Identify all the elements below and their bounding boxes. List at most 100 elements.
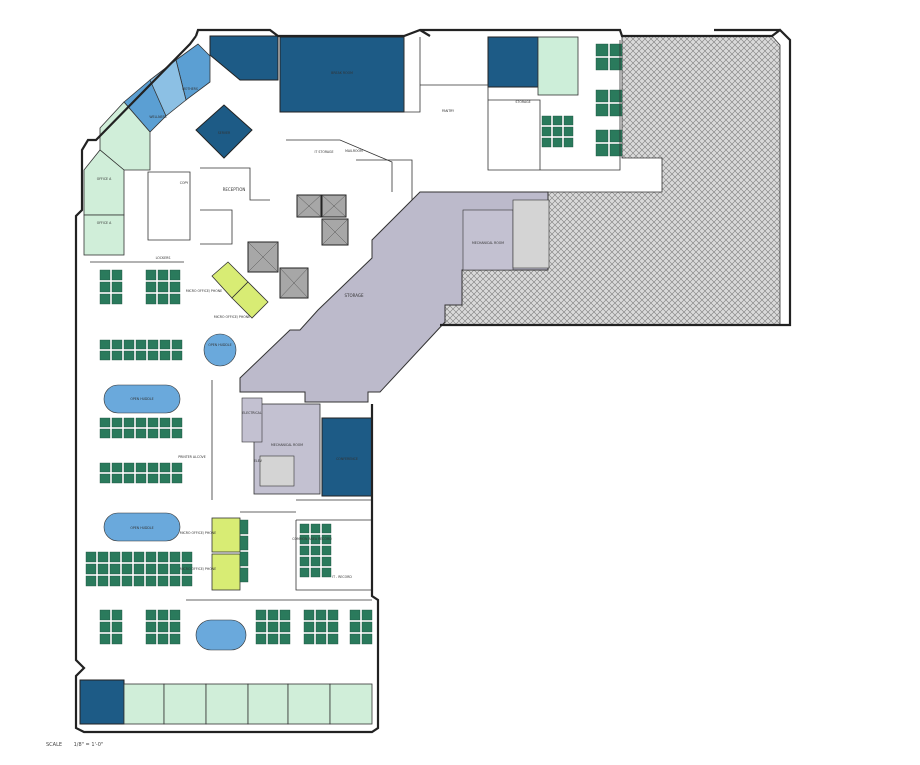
workstation: [563, 126, 574, 137]
workstation: [169, 293, 181, 305]
workstation: [255, 609, 267, 621]
workstation: [171, 339, 183, 350]
workstation: [85, 563, 97, 575]
storage-b-label: STORAGE: [515, 100, 530, 104]
workstation: [121, 575, 133, 587]
workstation: [145, 551, 157, 563]
workstation: [111, 621, 123, 633]
workstation: [181, 563, 193, 575]
workstation: [303, 609, 315, 621]
open-huddle-a-label: OPEN HUDDLE: [130, 397, 153, 401]
workstation: [135, 339, 147, 350]
workstation: [111, 350, 123, 361]
workstation: [310, 534, 321, 545]
workstation: [111, 633, 123, 645]
workstation: [99, 428, 111, 439]
workstation: [321, 534, 332, 545]
micro-office-d-label: MICRO OFFICE/ PHONE: [180, 567, 216, 571]
workstation: [157, 563, 169, 575]
workstation: [169, 563, 181, 575]
workstation: [145, 575, 157, 587]
corner-meeting: [79, 679, 125, 725]
workstation: [239, 551, 249, 567]
workstation: [609, 103, 623, 117]
open-huddle-a: [103, 384, 181, 414]
workstation: [299, 567, 310, 578]
workstation: [145, 293, 157, 305]
workstation: [315, 609, 327, 621]
electrical-room: [241, 397, 263, 443]
mechanical-room-label: MECHANICAL ROOM: [271, 443, 303, 447]
workstation: [99, 417, 111, 428]
workstation: [327, 621, 339, 633]
workstation: [123, 428, 135, 439]
workstation: [349, 633, 361, 645]
workstation: [99, 281, 111, 293]
workstation: [171, 350, 183, 361]
workstation: [303, 633, 315, 645]
exterior-wall-west: [74, 35, 380, 734]
electrical-label: ELECTRICAL: [242, 411, 262, 415]
break-room-label: BREAK ROOM: [331, 71, 353, 75]
micro-office-b-label: MICRO OFFICE/ PHONE: [214, 315, 250, 319]
workstation: [145, 281, 157, 293]
stair: [259, 455, 295, 487]
office: [83, 149, 125, 216]
printer-alcove-label: PRINTER ALCOVE: [178, 455, 205, 459]
workstation: [595, 43, 609, 57]
workstation: [123, 350, 135, 361]
workstation: [327, 633, 339, 645]
workstation: [85, 551, 97, 563]
workstation: [99, 473, 111, 484]
workstation: [99, 609, 111, 621]
workstation: [563, 115, 574, 126]
open-huddle-b-label: OPEN HUDDLE: [130, 526, 153, 530]
workstation: [315, 633, 327, 645]
workstation: [563, 137, 574, 148]
workstation: [552, 137, 563, 148]
workstation: [99, 293, 111, 305]
pantry-label: PANTRY: [442, 109, 454, 113]
conference-room-2: [321, 417, 373, 497]
workstation: [349, 609, 361, 621]
workstation: [609, 57, 623, 71]
workstation: [595, 57, 609, 71]
workstation: [239, 567, 249, 583]
workstation: [169, 269, 181, 281]
workstation: [121, 551, 133, 563]
scale-value: 1/8" = 1'-0": [73, 742, 104, 748]
workstation: [541, 126, 552, 137]
workstation: [267, 609, 279, 621]
workstation: [159, 339, 171, 350]
workstations: [85, 43, 623, 645]
workstation: [541, 137, 552, 148]
workstation: [157, 551, 169, 563]
workstation: [267, 621, 279, 633]
workstation: [157, 269, 169, 281]
open-huddle-c-label: OPEN HUDDLE: [208, 343, 231, 347]
workstation: [99, 462, 111, 473]
workstation: [169, 575, 181, 587]
micro-offices: [211, 261, 269, 591]
workstation: [111, 281, 123, 293]
workstation: [609, 143, 623, 157]
huddle-room: [195, 104, 253, 159]
workstation: [171, 462, 183, 473]
workstation: [145, 563, 157, 575]
office: [83, 214, 125, 256]
workstation: [279, 621, 291, 633]
workstation: [147, 339, 159, 350]
workstation: [133, 575, 145, 587]
workstation: [135, 473, 147, 484]
meeting-room: [209, 35, 279, 81]
elev-label: ELEV: [254, 459, 263, 463]
micro-office-c-label: MICRO OFFICE/ PHONE: [180, 531, 216, 535]
open-huddle-b: [103, 512, 181, 542]
workstation: [159, 473, 171, 484]
workstation: [157, 293, 169, 305]
reception-label: RECEPTION: [223, 187, 246, 192]
workstation: [169, 609, 181, 621]
workstation: [169, 633, 181, 645]
workstation: [123, 339, 135, 350]
workstation: [321, 545, 332, 556]
